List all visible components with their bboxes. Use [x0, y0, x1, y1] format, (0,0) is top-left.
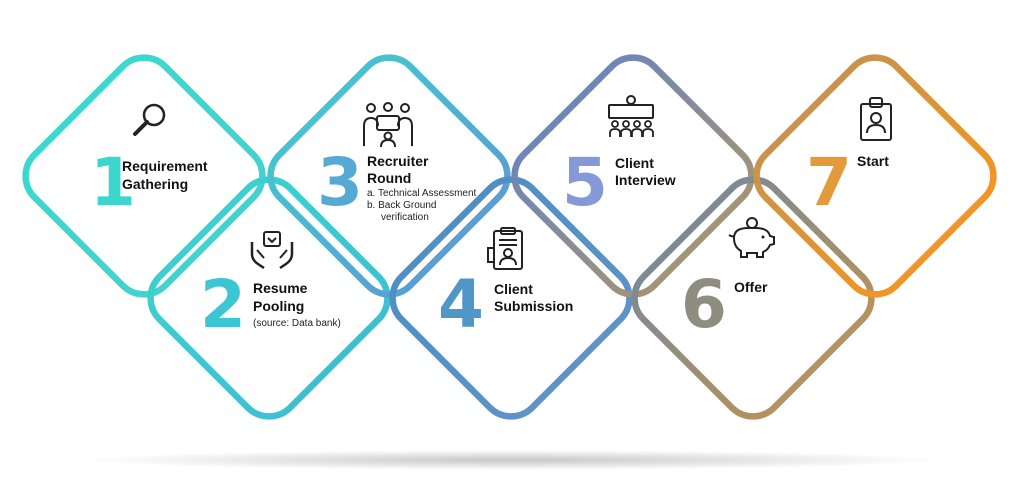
- step-2-title-line1: Resume: [253, 280, 308, 296]
- step-5-title-line1: Client: [615, 155, 654, 171]
- step-4-frame: [389, 176, 633, 420]
- step-6-title-line1: Offer: [734, 279, 768, 295]
- step-6-number: 6: [681, 266, 727, 343]
- step-4-title-line2: Submission: [494, 298, 574, 314]
- meeting-icon: [363, 102, 413, 148]
- step-3-detail-a: a. Technical Assessment: [367, 188, 477, 199]
- step-7-title-line1: Start: [857, 153, 889, 169]
- step-3-title-line1: Recruiter: [367, 153, 429, 169]
- step-1-number: 1: [90, 144, 136, 221]
- step-4-number: 4: [438, 266, 484, 343]
- id-badge-icon: [860, 97, 892, 141]
- floor-shadow: [82, 450, 942, 470]
- step-5-number: 5: [562, 144, 608, 221]
- piggy-bank-icon: [728, 217, 775, 258]
- step-3-number: 3: [317, 144, 363, 221]
- step-1-title-line1: Requirement: [122, 158, 208, 174]
- step-5-frame: [511, 54, 755, 298]
- step-1-frame: [22, 54, 266, 298]
- magnifier-icon: [133, 103, 166, 136]
- step-6-frame: [631, 176, 875, 420]
- step-4-title-line1: Client: [494, 281, 533, 297]
- step-3-detail-b-cont: verification: [381, 212, 429, 223]
- step-2-number: 2: [200, 266, 246, 343]
- step-2-note: (source: Data bank): [253, 318, 341, 329]
- step-7-frame: [753, 54, 997, 298]
- step-5-title-line2: Interview: [615, 172, 676, 188]
- clipboard-profile-icon: [487, 227, 523, 270]
- step-2-frame: [147, 176, 391, 420]
- step-2-title-line2: Pooling: [253, 298, 305, 314]
- step-3-frame: [267, 54, 511, 298]
- step-3-detail-b: b. Back Ground: [367, 200, 437, 211]
- step-3-title-line2: Round: [367, 170, 412, 186]
- step-1-title-line2: Gathering: [122, 176, 189, 192]
- hands-box-icon: [250, 231, 294, 270]
- interview-panel-icon: [608, 95, 654, 137]
- step-7-number: 7: [806, 144, 852, 221]
